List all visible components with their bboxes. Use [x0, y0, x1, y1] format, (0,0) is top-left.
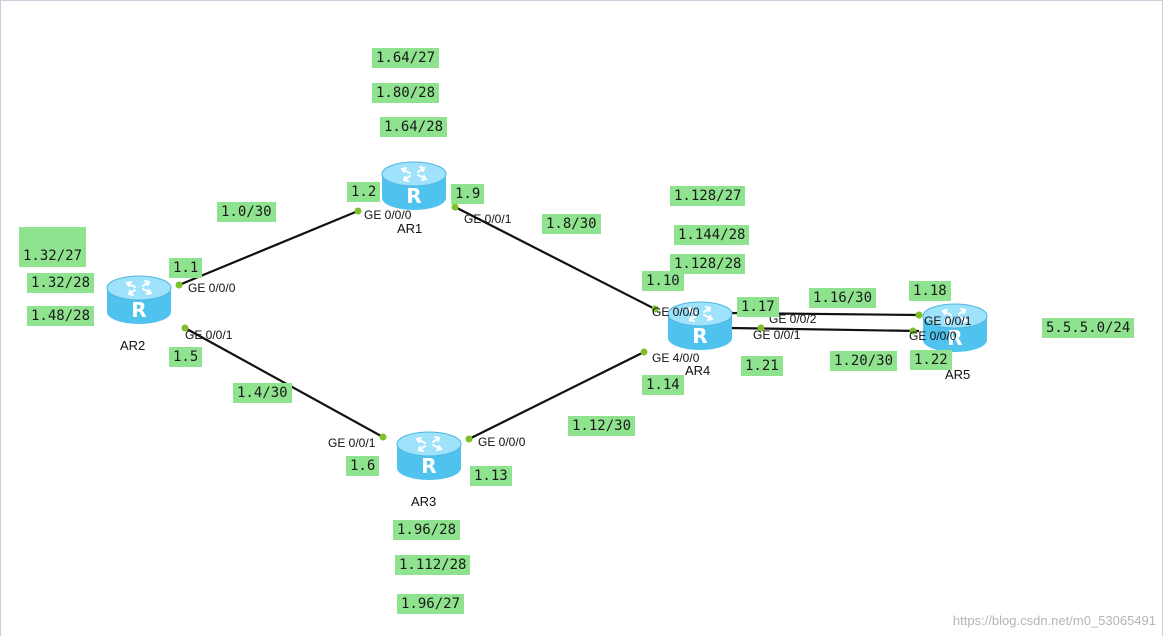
port-label: GE 0/0/0 [364, 208, 412, 222]
net-label-ar3: 1.96/28 [393, 520, 461, 540]
router-glyph: R [406, 184, 421, 208]
port-dot[interactable] [379, 433, 387, 441]
watermark: https://blog.csdn.net/m0_53065491 [952, 613, 1156, 628]
ip-label: 1.18 [909, 281, 951, 301]
link-ar2-ar1[interactable] [178, 209, 359, 287]
link-subnet-label: 1.4/30 [233, 383, 292, 403]
port-label: GE 0/0/1 [924, 314, 972, 328]
net-label-ar2: 1.48/28 [27, 306, 95, 326]
ip-label: 1.1 [169, 258, 203, 278]
port-dot[interactable] [915, 311, 923, 319]
router-name-ar2: AR2 [120, 338, 146, 353]
router-glyph: R [131, 298, 146, 322]
port-dot[interactable] [175, 281, 183, 289]
port-label: GE 4/0/0 [652, 351, 700, 365]
ip-label: 1.14 [642, 375, 684, 395]
port-label: GE 0/0/1 [753, 328, 801, 342]
ip-label: 1.9 [451, 184, 485, 204]
net-label-ar2: 1.32/27 [19, 227, 87, 267]
link-ar1-ar4[interactable] [454, 206, 656, 310]
port-dot[interactable] [451, 203, 459, 211]
ip-label: 1.21 [741, 356, 783, 376]
port-label: GE 0/0/0 [652, 305, 700, 319]
net-label-ar4: 1.144/28 [674, 225, 750, 245]
net-label-ar1: 1.80/28 [372, 83, 440, 103]
ip-label: 1.2 [347, 182, 381, 202]
port-label: GE 0/0/0 [909, 329, 957, 343]
port-dot[interactable] [909, 327, 917, 335]
port-label: GE 0/0/1 [328, 436, 376, 450]
router-name-ar4: AR4 [685, 363, 711, 378]
router-glyph: R [421, 454, 436, 478]
link-subnet-label: 1.0/30 [217, 202, 276, 222]
port-label: GE 0/0/1 [464, 212, 512, 226]
port-dot[interactable] [354, 207, 362, 215]
link-ar3-ar4[interactable] [468, 351, 645, 440]
net-label-ar2: 1.32/28 [27, 273, 95, 293]
ip-label: 1.22 [910, 350, 952, 370]
link-subnet-label: 1.20/30 [830, 351, 898, 371]
link-subnet-label: 1.16/30 [809, 288, 877, 308]
net-label-ar1: 1.64/28 [380, 117, 448, 137]
ip-label: 1.10 [642, 271, 684, 291]
link-subnet-label: 1.12/30 [568, 416, 636, 436]
link-subnet-label: 1.8/30 [542, 214, 601, 234]
port-label: GE 0/0/0 [188, 281, 236, 295]
router-ar1-icon[interactable]: R [379, 156, 449, 212]
net-label-ar3: 1.96/27 [397, 594, 465, 614]
net-label-ar5: 5.5.5.0/24 [1042, 318, 1135, 338]
link-ar2-ar3[interactable] [184, 327, 384, 438]
router-ar2-icon[interactable]: R [104, 270, 174, 326]
port-label: GE 0/0/2 [769, 312, 817, 326]
net-label-ar4: 1.128/28 [670, 254, 746, 274]
port-dot[interactable] [465, 435, 473, 443]
router-ar5-icon[interactable]: R [920, 298, 990, 354]
port-dot[interactable] [181, 324, 189, 332]
ip-label: 1.13 [470, 466, 512, 486]
router-name-ar1: AR1 [397, 221, 423, 236]
port-dot[interactable] [757, 324, 765, 332]
port-dot[interactable] [640, 348, 648, 356]
router-glyph: R [692, 324, 707, 348]
router-name-ar5: AR5 [945, 367, 971, 382]
net-label-ar4: 1.128/27 [670, 186, 746, 206]
router-ar3-icon[interactable]: R [394, 426, 464, 482]
ip-label: 1.17 [737, 297, 779, 317]
router-ar4-icon[interactable]: R [665, 296, 735, 352]
router-glyph: R [947, 326, 962, 350]
ip-label: 1.6 [346, 456, 380, 476]
ip-label: 1.5 [169, 347, 203, 367]
port-label: GE 0/0/0 [478, 435, 526, 449]
port-dot[interactable] [651, 305, 659, 313]
router-name-ar3: AR3 [411, 494, 437, 509]
net-label-ar3: 1.112/28 [395, 555, 471, 575]
port-label: GE 0/0/1 [185, 328, 233, 342]
net-label-ar1: 1.64/27 [372, 48, 440, 68]
